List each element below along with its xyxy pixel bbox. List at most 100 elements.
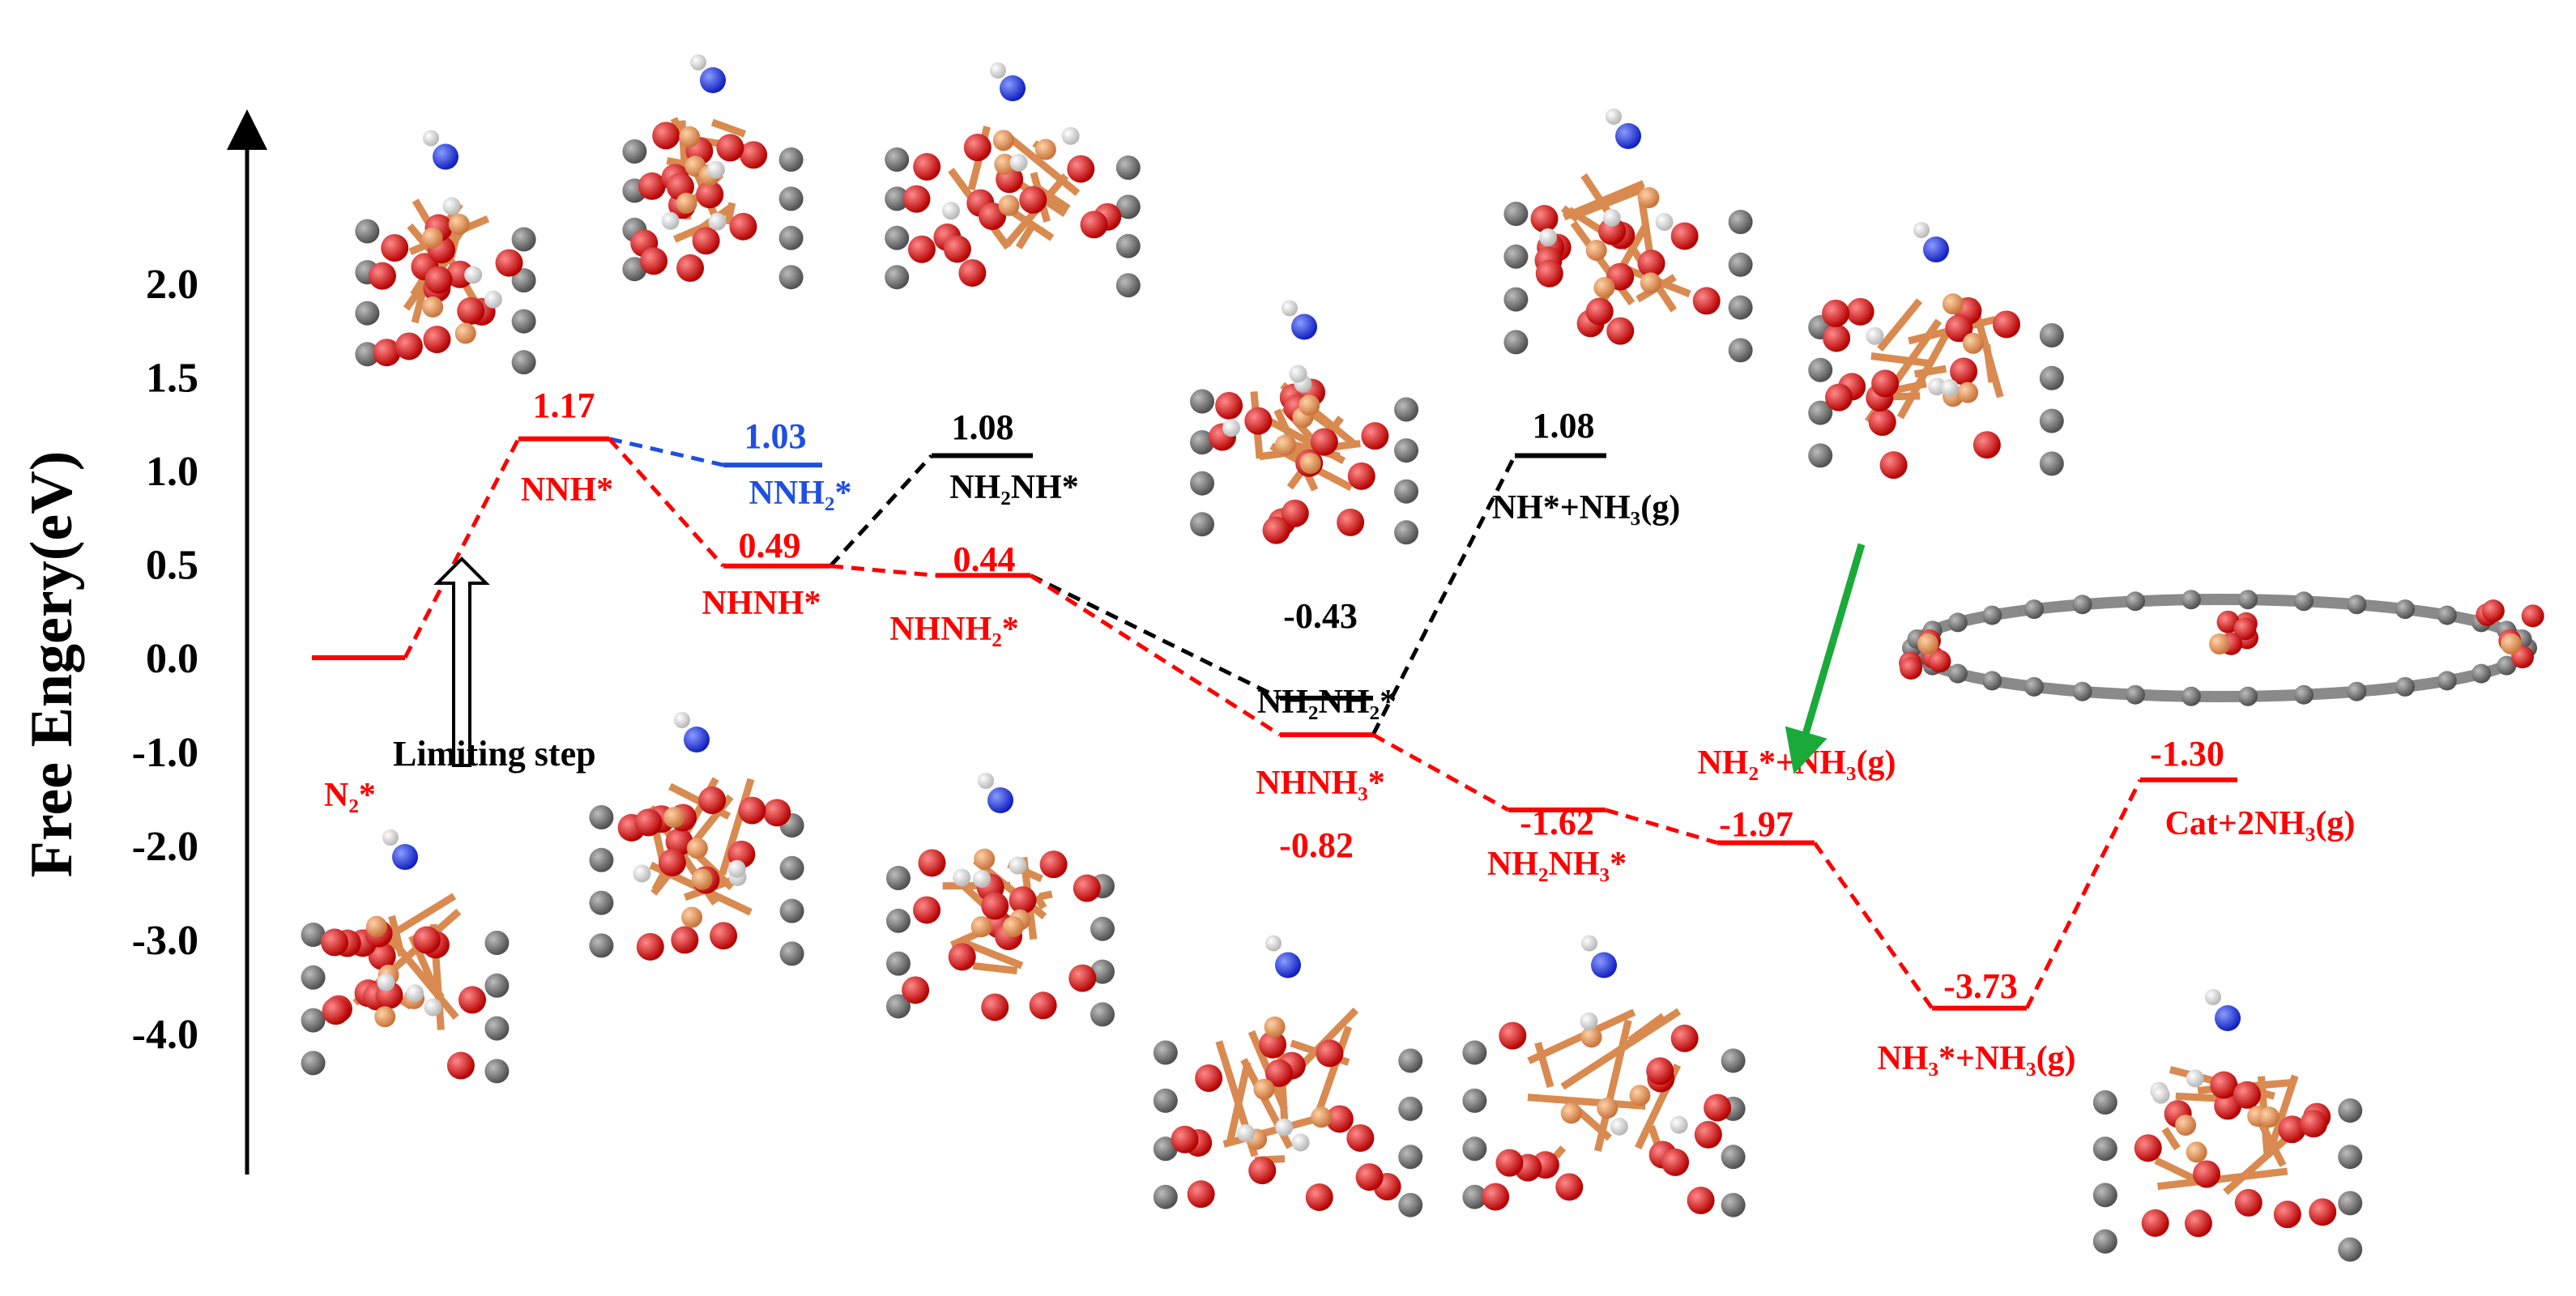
hydrogen-atom — [1913, 222, 1930, 238]
value-label-nh2_nh3: -1.97 — [1719, 804, 1793, 844]
connector-nh2nh3-to-nh2_nh3 — [1605, 808, 1718, 845]
hydrogen-atom — [442, 197, 461, 215]
oxygen-atom — [395, 332, 423, 360]
connector-nhnh2-to-nh2nh2 — [1029, 573, 1282, 701]
oxygen-atom — [913, 152, 941, 181]
carbon-atom — [301, 1008, 326, 1033]
oxygen-atom — [458, 986, 487, 1014]
oxygen-atom — [1073, 874, 1101, 902]
oxygen-atom — [2210, 1071, 2238, 1099]
carbon-atom — [1982, 671, 2002, 691]
oxygen-atom — [1670, 1024, 1699, 1052]
bond — [1648, 1125, 1661, 1147]
molecule-cluster — [885, 62, 1141, 298]
hydrogen-atom — [953, 868, 971, 887]
carbon-atom — [1394, 520, 1418, 545]
carbon-atom — [355, 219, 380, 244]
y-tick-label: -1.0 — [132, 730, 198, 776]
oxygen-atom — [948, 943, 976, 971]
hydrogen-atom — [1282, 300, 1298, 317]
molecule-cluster — [2092, 989, 2363, 1262]
nitrogen-atom — [1923, 237, 1949, 262]
oxygen-atom — [368, 262, 396, 290]
metal-atom — [663, 807, 685, 829]
hydrogen-atom — [1606, 109, 1622, 125]
carbon-atom — [2092, 1229, 2118, 1254]
hydrogen-atom — [1275, 1118, 1294, 1136]
oxygen-atom — [1646, 1057, 1674, 1085]
oxygen-atom — [692, 227, 720, 255]
carbon-atom — [2039, 365, 2064, 390]
metal-atom — [1962, 332, 1984, 354]
carbon-atom — [1153, 1088, 1178, 1113]
oxygen-atom — [2309, 1198, 2337, 1226]
carbon-atom — [2072, 595, 2092, 615]
oxygen-atom — [981, 993, 1009, 1021]
metal-atom — [1580, 1026, 1602, 1048]
hydrogen-atom — [424, 998, 442, 1017]
nitrogen-atom — [1000, 75, 1026, 101]
carbon-atom — [2437, 605, 2457, 625]
oxygen-atom — [1187, 1180, 1215, 1209]
metal-atom — [1311, 1106, 1333, 1128]
carbon-atom — [2092, 1136, 2118, 1162]
y-tick-label: -4.0 — [132, 1012, 198, 1058]
hydrogen-atom — [1236, 1123, 1255, 1142]
carbon-atom — [2293, 684, 2314, 705]
hydrogen-atom — [484, 290, 502, 309]
carbon-atom — [1153, 1184, 1178, 1209]
carbon-atom — [1462, 1040, 1487, 1065]
metal-atom — [1253, 1078, 1275, 1100]
state-label-nnh: NNH* — [521, 471, 613, 509]
carbon-atom — [355, 342, 380, 367]
metal-atom — [676, 192, 697, 214]
carbon-atom — [1190, 430, 1214, 455]
carbon-atom — [1982, 605, 2002, 625]
carbon-atom — [1398, 1048, 1423, 1073]
oxygen-atom — [1687, 1187, 1715, 1215]
nitrogen-atom — [1275, 952, 1301, 978]
carbon-atom — [2181, 590, 2201, 610]
hydrogen-atom — [708, 212, 727, 231]
carbon-atom — [2338, 1098, 2363, 1123]
carbon-atom — [778, 186, 804, 211]
oxygen-atom — [1029, 991, 1057, 1020]
oxygen-atom — [1316, 1039, 1344, 1068]
bond — [1534, 1042, 1555, 1089]
oxygen-atom — [1598, 217, 1627, 245]
metal-atom — [1957, 382, 1979, 403]
carbon-atom — [2039, 451, 2064, 476]
value-label-nh2nh: 1.08 — [952, 407, 1014, 447]
hydrogen-atom — [661, 211, 680, 230]
bond — [1001, 130, 1081, 196]
carbon-atom — [511, 350, 536, 375]
bond — [1315, 1025, 1353, 1114]
oxygen-atom — [671, 926, 699, 954]
connector-nhnh-to-nhnh2 — [830, 564, 936, 578]
state-label-nhnh3: NHNH₃* — [1256, 765, 1385, 802]
energy-labels: N₂*1.17NNH*1.03NNH₂*0.49NHNH*1.08NH₂NH*0… — [324, 386, 2355, 1077]
oxygen-atom — [763, 799, 791, 827]
oxygen-atom — [638, 172, 666, 200]
carbon-atom — [2024, 676, 2044, 697]
hydrogen-atom — [1061, 126, 1080, 145]
metal-atom — [679, 126, 701, 147]
oxygen-atom — [1670, 222, 1699, 250]
carbon-atom — [1398, 1096, 1423, 1121]
carbon-atom — [1115, 156, 1141, 180]
oxygen-atom — [1259, 1030, 1287, 1059]
oxygen-atom — [1262, 516, 1290, 544]
carbon-atom — [1115, 273, 1141, 298]
hydrogen-atom — [1866, 326, 1884, 345]
carbon-atom — [1503, 287, 1529, 312]
oxygen-atom — [1692, 287, 1721, 315]
oxygen-atom — [1346, 1123, 1375, 1152]
oxygen-atom — [902, 185, 931, 213]
value-label-nhnh3: -0.82 — [1279, 825, 1354, 865]
state-label-nh2_nh3: NH₂*+NH₃(g) — [1697, 744, 1896, 782]
oxygen-atom — [658, 848, 686, 876]
oxygen-atom — [640, 247, 668, 275]
y-tick-label: -3.0 — [132, 918, 198, 964]
carbon-atom — [2092, 1090, 2118, 1115]
carbon-atom — [511, 268, 536, 293]
